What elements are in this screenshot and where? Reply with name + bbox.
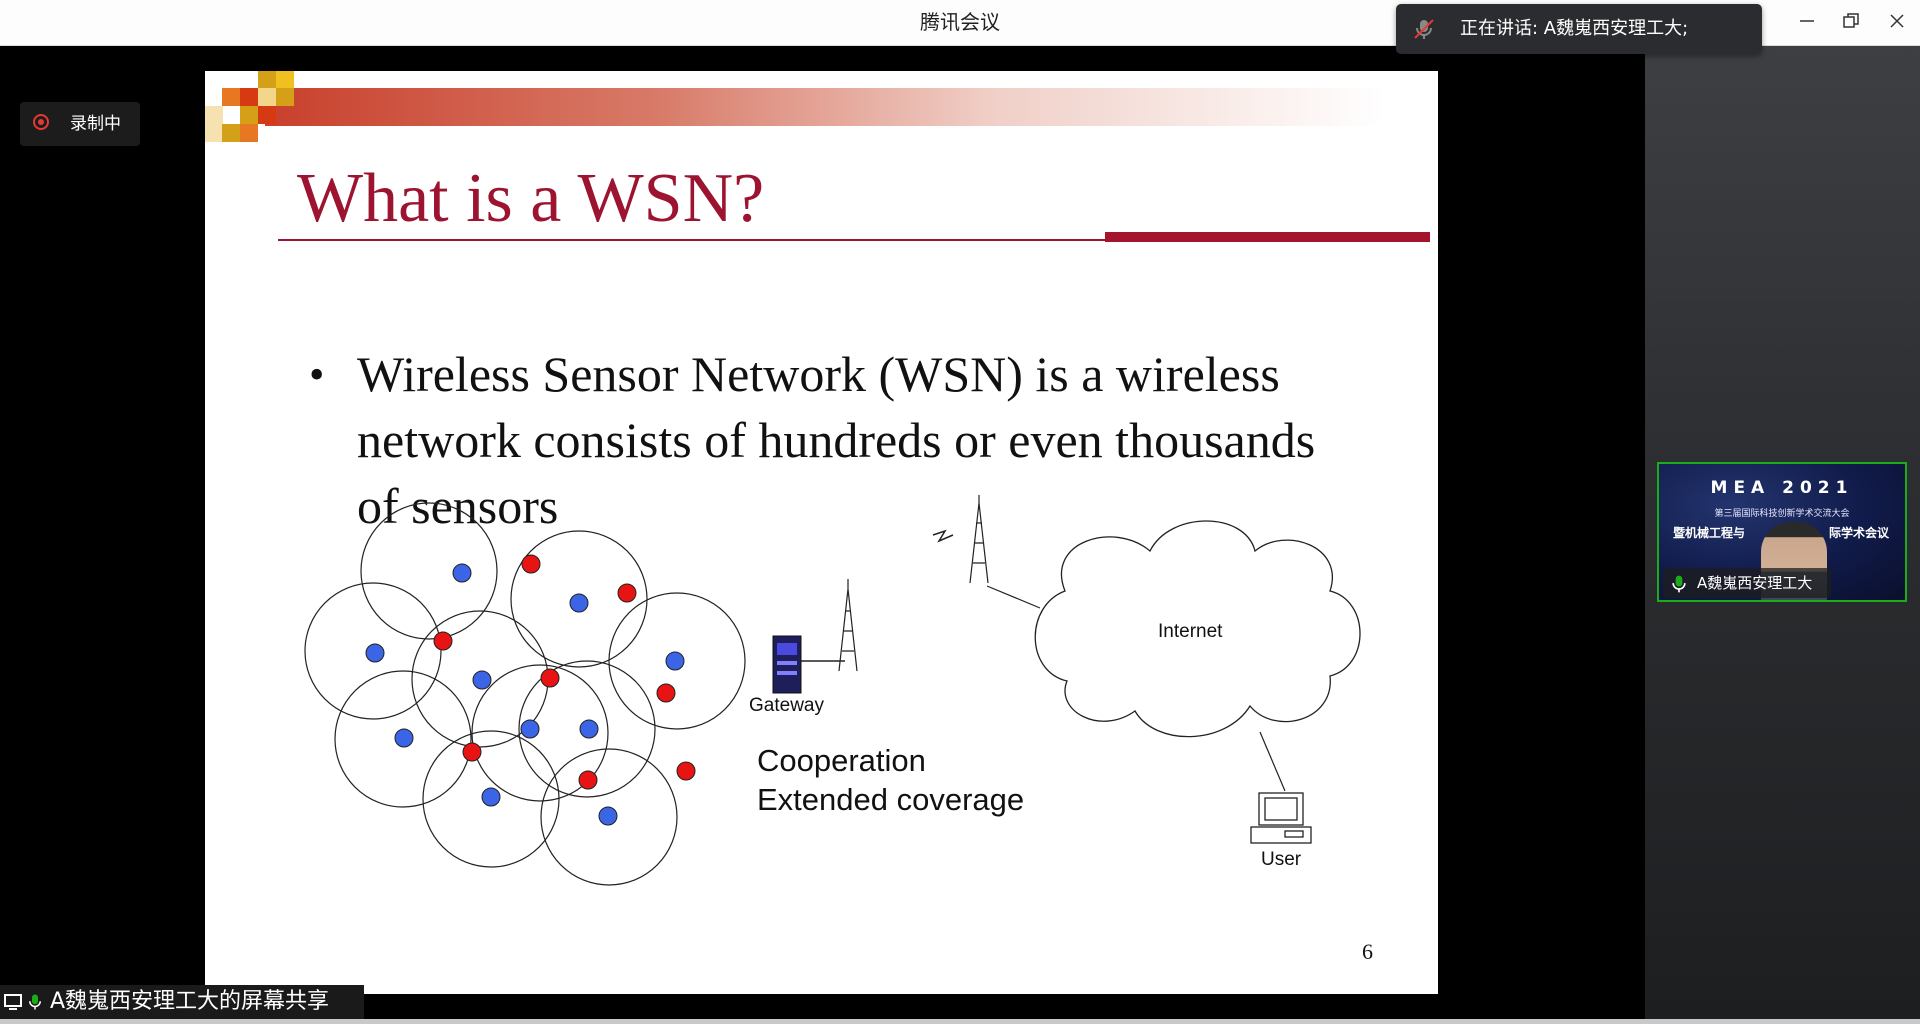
- decor-square: [205, 106, 223, 124]
- decor-square: [205, 124, 223, 142]
- speaking-text: 正在讲话: A魏嵬西安理工大;: [1460, 18, 1689, 39]
- window-title: 腾讯会议: [920, 10, 1000, 34]
- close-icon: [1890, 14, 1904, 28]
- red-sensor-node: [578, 770, 598, 790]
- screen-share-text: A魏嵬西安理工大的屏幕共享: [50, 989, 330, 1014]
- recording-label: 录制中: [70, 114, 121, 134]
- title-underline-accent: [1105, 232, 1430, 242]
- restore-button[interactable]: [1838, 8, 1864, 34]
- decor-square: [258, 106, 276, 124]
- minimize-button[interactable]: [1794, 8, 1820, 34]
- caption-line1: Cooperation: [757, 743, 926, 778]
- screen-share-icon: [4, 994, 22, 1010]
- mic-muted-icon: [1414, 19, 1434, 39]
- red-sensor-node: [656, 683, 676, 703]
- mic-active-icon: [1672, 575, 1686, 593]
- red-sensor-node: [617, 583, 637, 603]
- decor-square: [222, 124, 240, 142]
- coverage-circle: [510, 530, 648, 668]
- video-banner-line-left: 暨机械工程与: [1673, 526, 1746, 540]
- coverage-circle: [518, 660, 656, 798]
- record-icon: [33, 114, 49, 130]
- gateway-server-icon: [772, 635, 802, 694]
- blue-sensor-node: [365, 643, 385, 663]
- coverage-circle: [422, 730, 560, 868]
- mic-active-icon: [29, 994, 41, 1010]
- minimize-icon: [1800, 20, 1814, 22]
- gateway-antenna-icon: [838, 579, 858, 672]
- speaking-indicator: 正在讲话: A魏嵬西安理工大;: [1396, 4, 1762, 54]
- caption-line2: Extended coverage: [757, 782, 1025, 817]
- slide-title: What is a WSN?: [297, 160, 765, 237]
- coverage-circle: [540, 748, 678, 886]
- internet-antenna-icon: [969, 495, 989, 584]
- bullet-marker: •: [309, 350, 325, 399]
- user-label: User: [1261, 849, 1302, 870]
- red-sensor-node: [676, 761, 696, 781]
- blue-sensor-node: [520, 719, 540, 739]
- close-button[interactable]: [1884, 8, 1910, 34]
- gateway-label: Gateway: [749, 695, 824, 716]
- decor-square: [258, 88, 276, 106]
- internet-cloud: [1034, 520, 1361, 738]
- screen-share-label: A魏嵬西安理工大的屏幕共享: [0, 985, 364, 1019]
- blue-sensor-node: [472, 670, 492, 690]
- internet-to-user-link: [1259, 731, 1286, 792]
- bullet-text: Wireless Sensor Network (WSN) is a wirel…: [357, 346, 1316, 534]
- title-underline: [278, 239, 1110, 241]
- internet-label: Internet: [1158, 621, 1223, 642]
- recording-badge[interactable]: 录制中: [20, 102, 140, 146]
- participant-name-bar: A魏嵬西安理工大: [1663, 568, 1831, 598]
- bottom-strip: [0, 1019, 1920, 1024]
- coverage-circle: [304, 582, 442, 720]
- blue-sensor-node: [394, 728, 414, 748]
- red-sensor-node: [521, 554, 541, 574]
- decor-square: [240, 88, 258, 106]
- decor-square: [276, 71, 294, 89]
- restore-icon: [1843, 13, 1859, 28]
- blue-sensor-node: [665, 651, 685, 671]
- red-sensor-node: [540, 668, 560, 688]
- decor-square: [222, 88, 240, 106]
- blue-sensor-node: [481, 787, 501, 807]
- coverage-circle: [608, 592, 746, 730]
- blue-sensor-node: [452, 563, 472, 583]
- coverage-circle: [360, 502, 498, 640]
- antenna-to-internet-link: [986, 585, 1041, 609]
- video-banner-subtitle: 第三届国际科技创新学术交流大会: [1714, 509, 1850, 519]
- user-computer-icon: [1250, 792, 1312, 844]
- video-banner-line-right: 际学术会议: [1829, 526, 1890, 540]
- wsn-diagram: [304, 495, 1361, 886]
- sensor-nodes: [365, 554, 696, 826]
- participant-name: A魏嵬西安理工大: [1697, 574, 1813, 592]
- video-banner-title: MEA 2021: [1710, 478, 1854, 498]
- slide-banner: [265, 88, 1385, 126]
- blue-sensor-node: [569, 593, 589, 613]
- red-sensor-node: [433, 631, 453, 651]
- coverage-circle: [334, 670, 472, 808]
- shared-slide: What is a WSN? • Wireless Sensor Network…: [205, 71, 1438, 994]
- participant-video-tile[interactable]: MEA 2021 第三届国际科技创新学术交流大会 暨机械工程与 际学术会议 A魏…: [1657, 462, 1907, 602]
- wireless-signal-icon: [932, 529, 954, 543]
- sensor-coverage-circles: [304, 502, 746, 886]
- decor-square: [276, 88, 294, 106]
- blue-sensor-node: [598, 806, 618, 826]
- decor-square: [240, 124, 258, 142]
- slide-page-number: 6: [1362, 939, 1373, 964]
- red-sensor-node: [462, 742, 482, 762]
- decor-square: [258, 71, 276, 89]
- coverage-circle: [471, 664, 609, 802]
- blue-sensor-node: [579, 719, 599, 739]
- decor-square: [240, 106, 258, 124]
